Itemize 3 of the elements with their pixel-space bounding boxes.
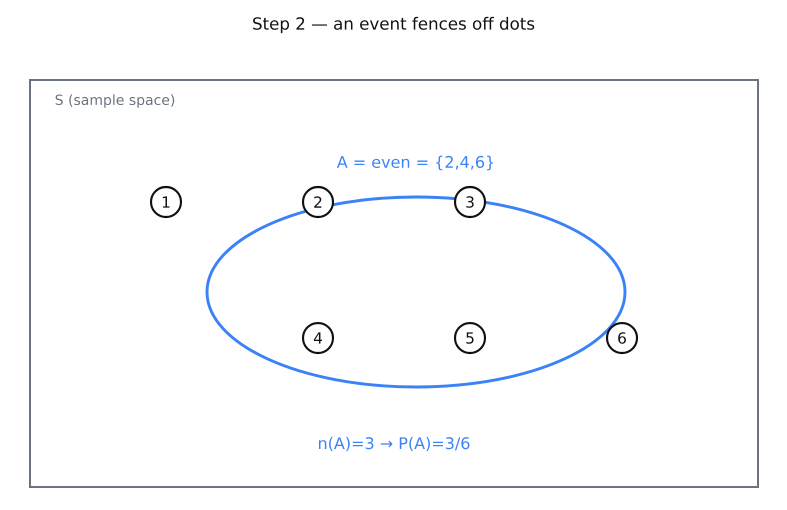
title: Step 2 — an event fences off dots [253, 16, 534, 34]
event-label: A = even = {2,4,6} [336, 156, 494, 170]
probability-note: n(A)=3 → P(A)=3/6 [318, 436, 470, 452]
